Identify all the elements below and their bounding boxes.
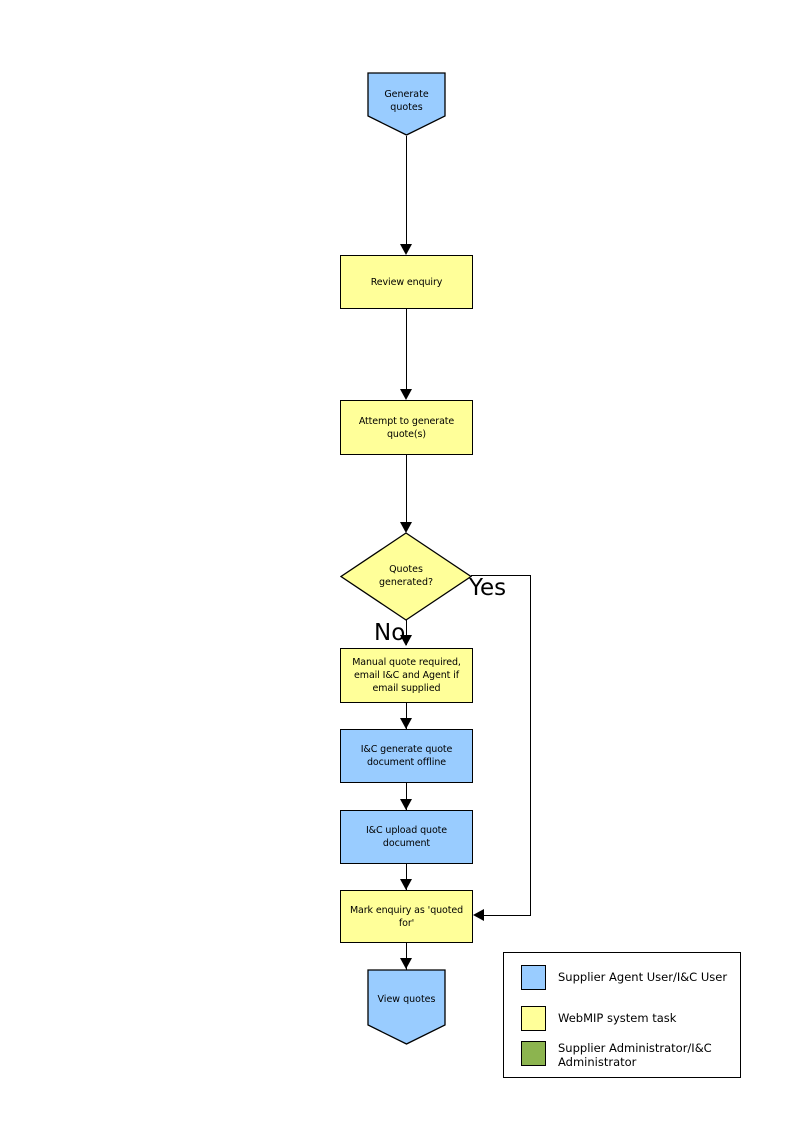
edge-generate-to-review bbox=[406, 136, 407, 246]
legend-item-webmip-task: WebMIP system task bbox=[521, 1006, 676, 1031]
edge-attempt-to-decision-arrowhead bbox=[400, 522, 412, 533]
legend-item-supplier-agent: Supplier Agent User/I&C User bbox=[521, 965, 727, 990]
node-quotes-generated-label: Quotes generated? bbox=[378, 564, 434, 588]
legend-label-supplier-admin: Supplier Administrator/I&C Administrator bbox=[558, 1041, 712, 1069]
legend-swatch-yellow bbox=[521, 1006, 546, 1031]
node-ic-upload[interactable]: I&C upload quote document bbox=[340, 810, 473, 864]
edge-manual-to-icgenerate-arrowhead bbox=[400, 718, 412, 729]
node-review-enquiry[interactable]: Review enquiry bbox=[340, 255, 473, 309]
node-manual-quote[interactable]: Manual quote required, email I&C and Age… bbox=[340, 648, 473, 703]
legend-swatch-blue bbox=[521, 965, 546, 990]
edge-generate-to-review-arrowhead bbox=[400, 244, 412, 255]
edge-no-arrowhead bbox=[400, 635, 412, 646]
edge-icgenerate-to-icupload bbox=[406, 783, 407, 811]
legend-swatch-green bbox=[521, 1041, 546, 1066]
edge-no-vertical bbox=[406, 620, 407, 645]
edge-mark-to-view-arrowhead bbox=[400, 958, 412, 969]
node-view-quotes-label: View quotes bbox=[377, 994, 436, 1005]
node-ic-generate[interactable]: I&C generate quote document offline bbox=[340, 729, 473, 783]
edge-mark-to-view bbox=[406, 943, 407, 970]
edge-label-yes: Yes bbox=[469, 575, 507, 601]
edge-icgenerate-to-icupload-arrowhead bbox=[400, 799, 412, 810]
edge-icupload-to-mark bbox=[406, 864, 407, 891]
node-attempt-generate[interactable]: Attempt to generate quote(s) bbox=[340, 400, 473, 455]
edge-review-to-attempt-arrowhead bbox=[400, 389, 412, 400]
edge-review-to-attempt bbox=[406, 309, 407, 392]
edge-attempt-to-decision bbox=[406, 455, 407, 525]
legend-label-supplier-agent: Supplier Agent User/I&C User bbox=[558, 970, 728, 984]
legend-label-webmip-task: WebMIP system task bbox=[558, 1011, 677, 1025]
edge-icupload-to-mark-arrowhead bbox=[400, 879, 412, 890]
legend-item-supplier-admin: Supplier Administrator/I&C Administrator bbox=[521, 1041, 712, 1069]
node-generate-quotes-label: Generate quotes bbox=[384, 89, 429, 113]
node-generate-quotes[interactable]: Generate quotes bbox=[367, 72, 446, 136]
node-mark-enquiry[interactable]: Mark enquiry as 'quoted for' bbox=[340, 890, 473, 943]
edge-yes-horizontal-top bbox=[471, 575, 531, 576]
edge-label-no: No bbox=[374, 620, 406, 646]
edge-manual-to-icgenerate bbox=[406, 703, 407, 731]
edge-yes-arrowhead bbox=[473, 909, 484, 921]
edge-yes-horizontal-bottom bbox=[484, 915, 531, 916]
node-view-quotes[interactable]: View quotes bbox=[367, 969, 446, 1045]
edge-yes-vertical bbox=[530, 575, 531, 916]
node-quotes-generated[interactable]: Quotes generated? bbox=[340, 532, 472, 621]
legend: Supplier Agent User/I&C User WebMIP syst… bbox=[503, 952, 741, 1078]
